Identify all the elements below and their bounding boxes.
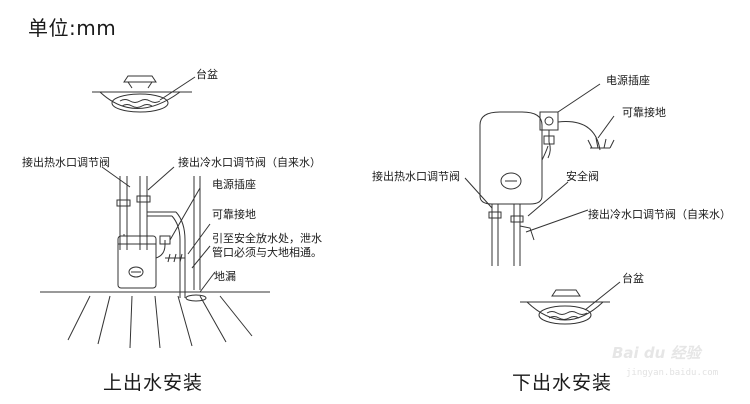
left-socket-label: 电源插座 <box>212 178 256 191</box>
left-basin <box>92 75 196 113</box>
left-ground-label: 可靠接地 <box>212 208 256 221</box>
right-heater <box>479 111 549 205</box>
left-heater <box>117 187 201 289</box>
watermark-brand: Bai du 经验 <box>612 344 701 362</box>
left-cold-valve-label: 接出冷水口调节阀（自来水） <box>178 156 321 169</box>
right-ground-label: 可靠接地 <box>622 106 666 119</box>
left-wall-pipes <box>101 166 201 290</box>
left-hot-valve-label: 接出热水口调节阀 <box>22 156 110 169</box>
right-basin <box>520 281 621 325</box>
left-caption: 上出水安装 <box>103 372 204 394</box>
right-pipes <box>464 177 589 266</box>
left-drain-note-1: 引至安全放水处，泄水 <box>212 232 322 245</box>
left-floor-drain-label: 地漏 <box>214 270 236 283</box>
unit-label: 单位:mm <box>28 16 117 40</box>
left-basin-label: 台盆 <box>196 68 218 81</box>
right-cold-valve-label: 接出冷水口调节阀（自来水） <box>588 208 731 221</box>
watermark-url: jingyan.baidu.com <box>626 368 719 378</box>
left-floor <box>40 291 270 349</box>
left-drain-note-2: 管口必须与大地相通。 <box>212 246 322 259</box>
right-safety-valve-label: 安全阀 <box>566 170 599 183</box>
right-basin-label: 台盆 <box>622 272 644 285</box>
right-hot-valve-label: 接出热水口调节阀 <box>372 170 460 183</box>
right-socket-and-ground <box>539 83 615 159</box>
right-caption: 下出水安装 <box>512 372 613 394</box>
right-socket-label: 电源插座 <box>606 74 650 87</box>
left-ground <box>165 223 211 263</box>
